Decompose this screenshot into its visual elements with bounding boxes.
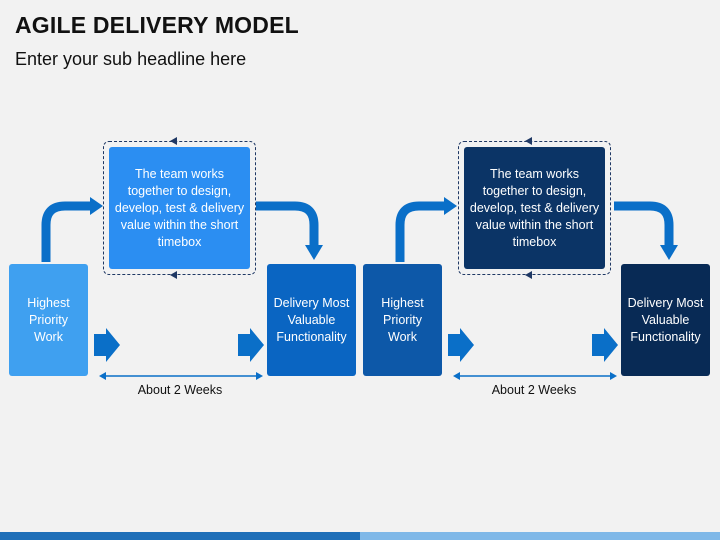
left-duration-head-l: [99, 372, 106, 380]
right-down-arrowhead: [660, 245, 678, 260]
right-duration-head-r: [610, 372, 617, 380]
left-timebox-frame: [103, 141, 256, 275]
right-input-label: Highest Priority Work: [381, 295, 424, 344]
page-title: AGILE DELIVERY MODEL: [15, 12, 299, 38]
left-delivery-label: Delivery Most Valuable Functionality: [273, 295, 350, 344]
right-team-label: The team works together to design, devel…: [469, 166, 600, 249]
left-team-box: The team works together to design, devel…: [109, 147, 250, 269]
footer-bar-accent: [360, 532, 720, 540]
left-down-curve-arrow: [256, 201, 319, 246]
left-up-curve-arrow: [41, 201, 92, 262]
right-output-chevron: [592, 328, 618, 362]
right-up-arrowhead: [444, 197, 457, 215]
left-team-label: The team works together to design, devel…: [114, 166, 245, 249]
duration-arrows: [99, 372, 617, 380]
right-delivery-label: Delivery Most Valuable Functionality: [627, 295, 704, 344]
right-loop-bottom-arrow: [525, 271, 532, 279]
right-cycle-arrows: [395, 197, 678, 362]
right-timebox-frame: [458, 141, 611, 275]
left-input-label: Highest Priority Work: [27, 295, 70, 344]
left-down-arrowhead: [305, 245, 323, 260]
right-duration-head-l: [453, 372, 460, 380]
left-duration-head-r: [256, 372, 263, 380]
right-input-box: Highest Priority Work: [363, 264, 442, 376]
left-output-chevron: [238, 328, 264, 362]
right-down-curve-arrow: [614, 201, 674, 246]
right-duration-label: About 2 Weeks: [491, 383, 577, 397]
right-delivery-box: Delivery Most Valuable Functionality: [621, 264, 710, 376]
left-input-box: Highest Priority Work: [9, 264, 88, 376]
left-input-chevron: [94, 328, 120, 362]
right-input-chevron: [448, 328, 474, 362]
left-delivery-box: Delivery Most Valuable Functionality: [267, 264, 356, 376]
right-team-box: The team works together to design, devel…: [464, 147, 605, 269]
left-duration-label: About 2 Weeks: [137, 383, 223, 397]
page-subtitle: Enter your sub headline here: [15, 49, 247, 69]
left-loop-bottom-arrow: [170, 271, 177, 279]
left-cycle-arrows: [41, 197, 323, 362]
left-up-arrowhead: [90, 197, 103, 215]
right-up-curve-arrow: [395, 201, 446, 262]
